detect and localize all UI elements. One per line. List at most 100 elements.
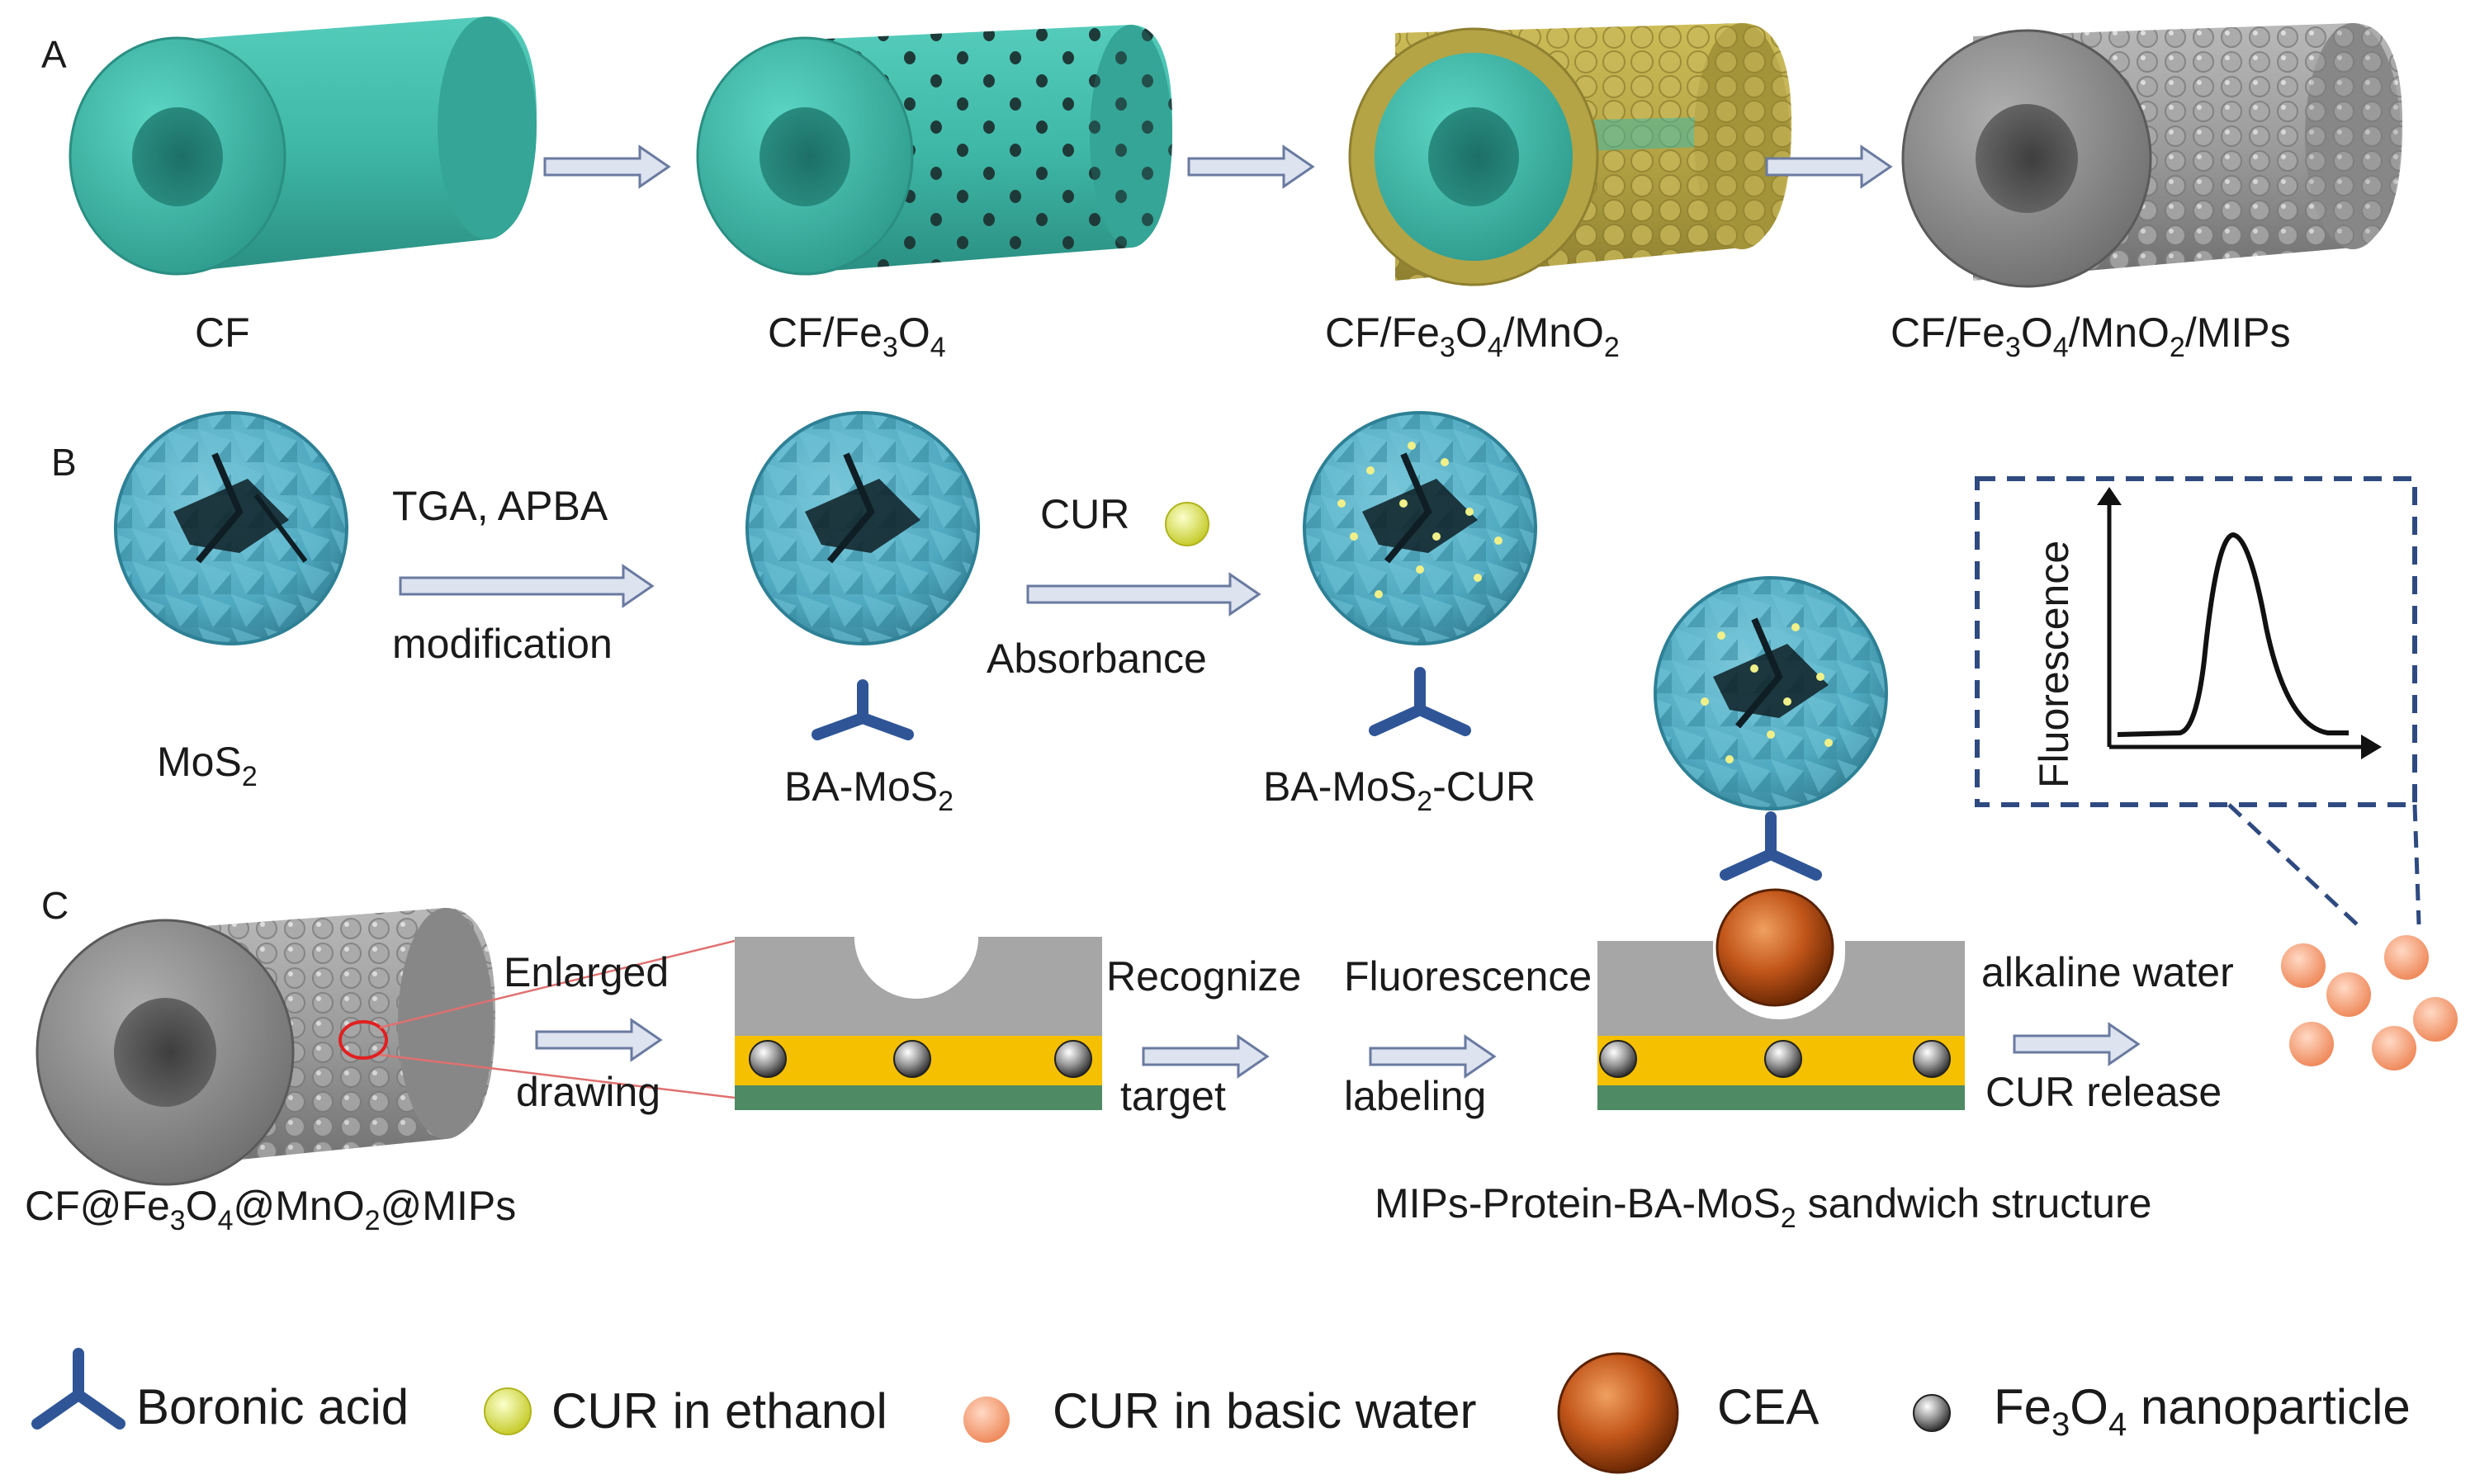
label-part: Fe [1994,1379,2051,1434]
arrow-a3 [1765,144,1893,189]
label-sub: 4 [1488,332,1503,363]
label-sub: 2 [1417,786,1432,817]
panel-label-c: C [41,884,69,927]
label-part: BA-MoS [1263,763,1417,810]
label-part: MIPs-Protein-BA-MoS [1375,1180,1781,1226]
label-sub: 2 [1604,332,1620,363]
fluorescence-inset: Fluorescence [1975,476,2417,807]
label-sub: 2 [365,1205,381,1236]
label-part: /MnO [2069,310,2170,356]
label-cf-at-mips: CF@Fe3O4@MnO2@MIPs [25,1183,516,1236]
label-sub: 3 [2051,1406,2070,1443]
label-part: CF/Fe [768,310,883,356]
cylinder-cf-fe3o4-mno2-mips [1901,23,2402,288]
label-sub: 4 [2053,332,2069,363]
cur-release-text: CUR release [1985,1069,2222,1115]
boronic-acid-icon [1720,811,1822,881]
fluorescence-step-text: Fluorescence [1344,953,1592,1000]
legend-cur-ethanol-icon [484,1387,532,1435]
label-sub: 3 [883,332,898,363]
label-part: @MnO [234,1183,365,1229]
released-cur-particles [2281,935,2458,1070]
boronic-acid-icon [812,679,914,740]
label-part: O [186,1183,218,1229]
alkaline-water-text: alkaline water [1981,949,2234,995]
mip-cross-section-empty [735,875,1102,1110]
label-part: /MnO [1503,310,1604,356]
arrow-a1 [543,144,671,189]
label-cf-main: CF [195,310,250,356]
zoom-lines [379,939,736,1099]
cylinder-mips-c [35,908,495,1186]
recognize-text: Recognize [1106,953,1301,1000]
label-part: O [2021,310,2053,356]
legend-cur-ethanol-label: CUR in ethanol [551,1383,887,1439]
label-ba-mos2: BA-MoS2 [784,763,954,817]
label-sub: 4 [2108,1406,2127,1443]
panel-label-a: A [41,33,67,76]
label-mos2: MoS2 [157,739,258,792]
arrow-c4 [2013,1022,2141,1066]
arrow-b2 [1026,572,1261,617]
mos2-sphere [114,411,348,645]
label-part: O [1455,310,1488,356]
label-part: MoS [157,739,242,785]
label-part: O [898,310,930,356]
label-part: nanoparticle [2127,1379,2411,1434]
legend-boronic-acid-icon [31,1348,125,1430]
zoom-circle [338,1020,388,1060]
label-sub: 3 [1440,332,1455,363]
inset-y-label: Fluorescence [2031,541,2077,788]
label-sub: 4 [218,1205,234,1236]
legend-cea-label: CEA [1717,1379,1819,1434]
label-part: BA-MoS [784,763,938,810]
inset-callout-lines [2227,803,2421,926]
inset-peak-curve [2117,532,2349,737]
label-part: CF/Fe [1325,310,1440,356]
step1-top-text: TGA, APBA [392,483,608,529]
arrow-c1 [535,1018,663,1062]
cylinder-cf-fe3o4 [696,25,1172,276]
arrow-c2 [1142,1034,1270,1079]
enlarged-text: Enlarged [504,949,669,995]
step2-top-text: CUR [1040,491,1129,537]
arrow-b1 [399,564,655,608]
ba-mos2-sphere [745,411,980,645]
legend-fe3o4-label: Fe3O4 nanoparticle [1994,1379,2411,1443]
label-ba-mos2-cur: BA-MoS2-CUR [1263,763,1536,817]
label-sub: 3 [2005,332,2021,363]
legend-fe3o4-icon [1913,1394,1951,1432]
label-cf: CF [195,310,250,356]
panel-label-b: B [51,441,77,484]
label-sub: 2 [242,761,258,792]
step2-bottom-text: Absorbance [987,636,1207,682]
legend: Boronic acid CUR in ethanol CUR in basic… [31,1348,2411,1474]
labeling-text: labeling [1344,1073,1486,1119]
mip-cross-section-sandwich [1597,887,1965,1110]
labeled-mos2-sphere [1654,576,1888,811]
legend-cur-basic-label: CUR in basic water [1053,1383,1477,1439]
label-part: /MIPs [2185,310,2291,356]
label-sub: 2 [938,786,954,817]
cylinder-cf [69,17,537,276]
label-sub: 2 [1781,1203,1796,1234]
ba-mos2-cur-sphere [1303,411,1537,645]
label-part: CF/Fe [1891,310,2005,356]
cea-protein [1715,888,1834,1007]
target-text: target [1120,1073,1226,1119]
arrow-a2 [1187,144,1315,189]
legend-boronic-acid-label: Boronic acid [136,1379,409,1434]
step1-bottom-text: modification [392,621,613,667]
label-sub: 3 [170,1205,186,1236]
label-sub: 4 [930,332,946,363]
legend-cea-icon [1557,1352,1679,1474]
label-sandwich-structure: MIPs-Protein-BA-MoS2 sandwich structure [1375,1180,2151,1234]
label-cf-fe3o4-mno2-mips: CF/Fe3O4/MnO2/MIPs [1891,310,2291,363]
label-part: -CUR [1432,763,1536,810]
arrow-c3 [1369,1034,1497,1079]
label-part: sandwich structure [1796,1180,2152,1226]
label-part: O [2070,1379,2108,1434]
legend-cur-basic-icon [963,1397,1010,1443]
